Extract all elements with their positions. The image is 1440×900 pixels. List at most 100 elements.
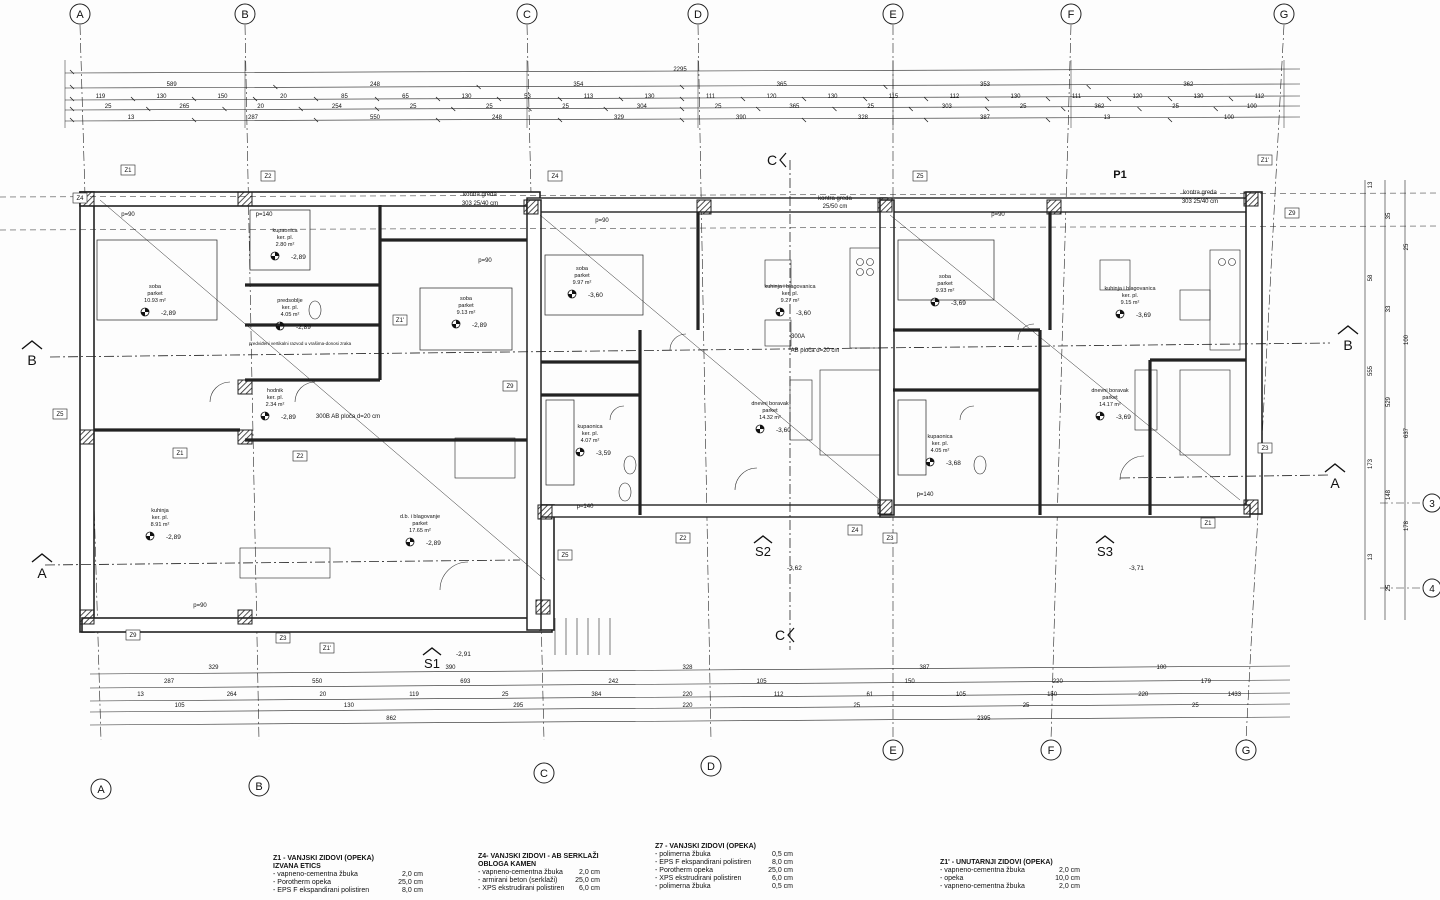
room-finish: ker. pl.	[277, 235, 294, 241]
dim-value-bottom: 2395	[977, 716, 991, 722]
dim-line-bottom-4	[89, 703, 1291, 713]
bed	[897, 239, 995, 301]
grid-line-D	[697, 24, 712, 741]
dim-tick	[222, 106, 227, 112]
wall-tag: Z1	[1204, 521, 1212, 527]
door-swing	[209, 381, 231, 403]
wall-tag: Z5	[56, 412, 64, 418]
dim-tick	[1045, 117, 1051, 123]
dim-value-bottom: 550	[312, 679, 323, 685]
counter	[1179, 369, 1231, 456]
room-name: kupaonica	[577, 424, 603, 430]
grid-bubble-top-D	[687, 3, 709, 25]
wall-tag-box	[1257, 154, 1273, 166]
toilet	[308, 300, 322, 320]
counter	[454, 437, 516, 479]
dim-line-top-3	[64, 95, 1301, 101]
door-swing	[1017, 323, 1035, 341]
dim-value-bottom: 100	[1156, 665, 1167, 671]
wall-tag-box	[882, 532, 898, 544]
counter	[849, 247, 881, 349]
grid-label-top-A: A	[76, 9, 84, 21]
party-wall-1	[526, 199, 542, 631]
beam-annotation: kontra greda	[1183, 190, 1217, 196]
dim-value-right: 555	[1368, 365, 1374, 376]
grid-bubble-bottom-F	[1040, 739, 1062, 761]
wall-tag: Z3	[1261, 446, 1269, 452]
stove-burner	[866, 268, 874, 276]
dim-value-top: 550	[370, 115, 381, 121]
level-marker-fill	[1096, 412, 1104, 420]
level-marker-fill	[452, 320, 460, 328]
section-line-a	[44, 559, 521, 566]
grid-bubble-top-E	[882, 3, 904, 25]
room-level: -2,89	[296, 324, 311, 331]
grid-label-bottom-A: A	[97, 784, 105, 796]
dim-value-right: 25	[1404, 243, 1410, 250]
concrete-column	[877, 499, 893, 515]
beam-annotation: 25/50 cm	[823, 204, 848, 210]
dim-tick	[69, 84, 75, 90]
exterior-wall-bottom-3	[879, 504, 1251, 518]
section-label-c: C	[775, 627, 785, 643]
wall-tag-box	[72, 192, 88, 204]
room-area: 9.15 m²	[1121, 300, 1140, 306]
section-label-B: B	[27, 352, 36, 368]
level-marker-fill	[406, 538, 414, 546]
dim-value-right: 13	[1368, 181, 1374, 188]
table-or-chair	[1179, 289, 1211, 321]
grid-bubble-row-3	[1422, 493, 1440, 513]
dim-value-bottom: 119	[409, 692, 419, 698]
section-line-a-right	[1119, 474, 1331, 479]
wall-tag: Z4	[851, 528, 859, 534]
dim-tick	[984, 106, 990, 112]
lintel-label: p=140	[917, 492, 935, 498]
stair-label: S2	[755, 544, 771, 559]
stair-level: -3,62	[787, 565, 802, 572]
dim-tick	[273, 84, 278, 90]
dim-tick	[69, 69, 75, 75]
section-label-A: A	[1330, 475, 1340, 491]
dim-tick	[298, 106, 304, 112]
dim-value-top: 113	[584, 94, 594, 100]
bed	[419, 287, 513, 351]
grid-label-bottom-B: B	[255, 781, 262, 793]
dim-value-bottom: 20	[320, 692, 327, 698]
legend-block-z7: Z7 - VANJSKI ZIDOVI (OPEKA) - polimerna …	[655, 843, 793, 890]
dim-value-bottom: 179	[1201, 679, 1212, 685]
counter	[1209, 249, 1241, 351]
counter	[819, 369, 881, 456]
dim-value-top: 112	[1255, 94, 1265, 100]
wall-legend: Z1 - VANJSKI ZIDOVI (OPEKA) IZVANA ETICS…	[0, 835, 1440, 900]
dim-tick	[862, 96, 868, 102]
concrete-column	[1046, 199, 1062, 215]
dim-value-top: 115	[889, 94, 899, 100]
wall-tag-box	[1200, 517, 1216, 529]
room-area: 2.34 m²	[266, 402, 285, 408]
dim-tick	[557, 96, 563, 102]
dim-tick	[527, 106, 532, 112]
dim-value-right: 173	[1368, 458, 1374, 469]
dim-value-top: 65	[402, 94, 409, 100]
dim-value-top: 365	[777, 82, 788, 88]
dim-value-top: 304	[637, 104, 648, 110]
concrete-column	[237, 191, 253, 207]
section-label-B: B	[1343, 337, 1352, 353]
dim-value-top: 130	[1010, 94, 1021, 100]
concrete-column	[1243, 499, 1259, 515]
dim-value-bottom: 150	[905, 679, 916, 685]
stove-burner	[856, 258, 864, 266]
dim-value-bottom: 220	[682, 703, 693, 709]
room-name: dnevni boravak	[1091, 388, 1129, 394]
dim-value-right: 25	[1386, 584, 1392, 591]
room-name: hodnik	[267, 388, 283, 394]
grid-bubble-bottom-D	[700, 755, 722, 777]
slab-diagonal	[539, 214, 881, 501]
grid-label-bottom-D: D	[707, 761, 715, 773]
party-wall-2	[879, 199, 895, 516]
beam-line	[0, 192, 1440, 198]
room-finish: parket	[574, 273, 590, 279]
wall-tag: Z1'	[396, 318, 404, 324]
room-level: -2,89	[426, 540, 441, 547]
dim-tick	[603, 106, 609, 112]
